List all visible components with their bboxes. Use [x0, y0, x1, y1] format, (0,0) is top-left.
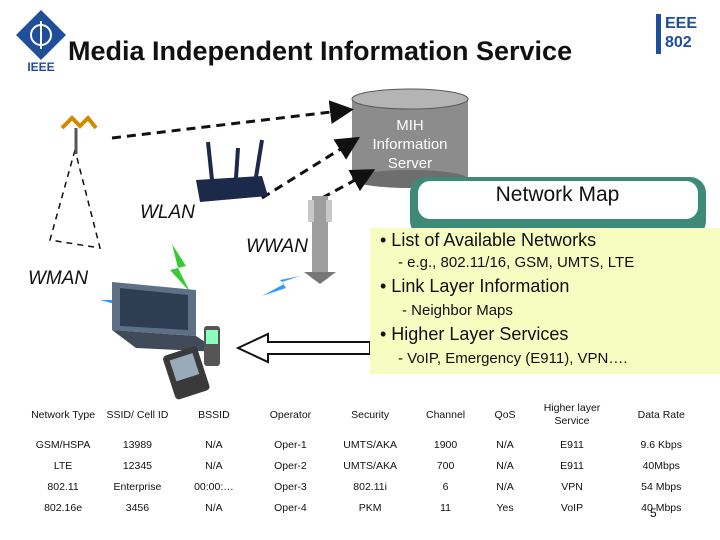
table-cell: 00:00:…: [194, 480, 234, 493]
table-cell: E911: [560, 438, 584, 451]
wlan-access-point-icon: [196, 139, 268, 202]
table-cell: 54 Mbps: [641, 480, 682, 493]
header-security: Security: [351, 408, 390, 421]
table-cell: Oper-2: [274, 459, 307, 472]
header-ssid-cell-id: SSID/ Cell ID: [106, 408, 169, 421]
slide-title: Media Independent Information Service: [68, 36, 573, 66]
table-cell: Yes: [496, 501, 514, 514]
table-cell: UMTS/AKA: [343, 459, 397, 472]
mih-server-label-line2: Information: [372, 136, 448, 153]
table-cell: Oper-3: [274, 480, 307, 493]
sub-available-networks: - e.g., 802.11/16, GSM, UMTS, LTE: [398, 254, 635, 271]
mih-server-label-line3: Server: [387, 155, 433, 172]
ieee-802-logo-line2: 802: [665, 34, 692, 51]
network-map-title: Network Map: [495, 183, 620, 206]
table-cell: N/A: [496, 438, 514, 451]
ieee-logo: IEEE: [16, 10, 66, 74]
table-cell: 11: [440, 501, 452, 514]
table-cell: N/A: [205, 438, 223, 451]
table-cell: 802.16e: [44, 501, 83, 514]
network-map-header: [410, 177, 706, 237]
header-channel: Channel: [426, 408, 466, 421]
table-row: 802.16e 3456 N/A Oper-4 PKM 11 Yes VoIP …: [28, 497, 708, 518]
header-operator: Operator: [269, 408, 312, 421]
bullet-available-networks: • List of Available Networks: [380, 230, 597, 250]
table-cell: VoIP: [560, 501, 584, 514]
bullet-higher-layer: • Higher Layer Services: [380, 324, 569, 344]
table-cell: 700: [436, 459, 455, 472]
table-cell: GSM/HSPA: [35, 438, 91, 451]
header-network-type: Network Type: [31, 408, 96, 421]
table-cell: 6: [442, 480, 449, 493]
ieee-802-logo: EEE 802: [656, 14, 702, 56]
wwan-label: WWAN: [246, 236, 308, 257]
table-cell: 3456: [125, 501, 150, 514]
phone-icon: [204, 326, 220, 366]
table-row: 802.11 Enterprise 00:00:… Oper-3 802.11i…: [28, 476, 708, 497]
table-cell: 40Mbps: [642, 459, 680, 472]
header-higher-layer-service: Higher layer Service: [543, 402, 601, 427]
table-cell: Oper-1: [274, 438, 307, 451]
sub-higher-layer: - VoIP, Emergency (E911), VPN….: [398, 350, 628, 367]
svg-text:IEEE: IEEE: [27, 60, 54, 74]
pda-icon: [163, 346, 210, 400]
table-cell: 9.6 Kbps: [640, 438, 682, 451]
table-cell: 802.11i: [353, 480, 387, 493]
network-map-box: • List of Available Networks - e.g., 802…: [370, 228, 720, 374]
wman-label: WMAN: [28, 268, 89, 289]
mih-server-icon: [351, 88, 469, 188]
header-data-rate: Data Rate: [637, 408, 685, 421]
mih-server-label: MIH Information Server: [352, 116, 468, 173]
bullet-link-layer: • Link Layer Information: [380, 276, 570, 296]
table-cell: Oper-4: [274, 501, 307, 514]
wman-tower-icon: [60, 115, 98, 154]
dashed-links: [111, 100, 376, 200]
coverage-lines: [49, 147, 102, 249]
sub-link-layer: - Neighbor Maps: [402, 302, 513, 319]
table-cell: 13989: [122, 438, 153, 451]
network-info-table: Network Type SSID/ Cell ID BSSID Operato…: [28, 396, 708, 518]
table-cell: N/A: [496, 459, 514, 472]
header-qos: QoS: [494, 408, 516, 421]
table-cell: UMTS/AKA: [343, 438, 397, 451]
ieee-802-logo-line1: EEE: [665, 15, 698, 32]
table-cell: N/A: [205, 501, 223, 514]
wwan-tower-icon: [304, 196, 336, 284]
network-map-arrow: [235, 332, 371, 364]
header-bssid: BSSID: [198, 408, 230, 421]
table-cell: Enterprise: [113, 480, 162, 493]
network-diagram: [49, 88, 706, 400]
wlan-label: WLAN: [140, 202, 195, 223]
table-cell: 802.11: [47, 480, 79, 493]
page-number: 5: [650, 506, 657, 520]
table-cell: N/A: [205, 459, 223, 472]
table-cell: N/A: [496, 480, 514, 493]
table-header-row: Network Type SSID/ Cell ID BSSID Operato…: [28, 396, 708, 434]
table-cell: 1900: [433, 438, 458, 451]
laptop-icon: [112, 282, 220, 352]
table-cell: LTE: [53, 459, 73, 472]
table-cell: 12345: [122, 459, 153, 472]
table-cell: E911: [560, 459, 584, 472]
table-row: GSM/HSPA 13989 N/A Oper-1 UMTS/AKA 1900 …: [28, 434, 708, 455]
table-cell: 40 Mbps: [641, 501, 682, 514]
table-cell: PKM: [358, 501, 382, 514]
table-cell: VPN: [561, 480, 583, 493]
mih-server-label-line1: MIH: [396, 117, 424, 134]
table-row: LTE 12345 N/A Oper-2 UMTS/AKA 700 N/A E9…: [28, 455, 708, 476]
